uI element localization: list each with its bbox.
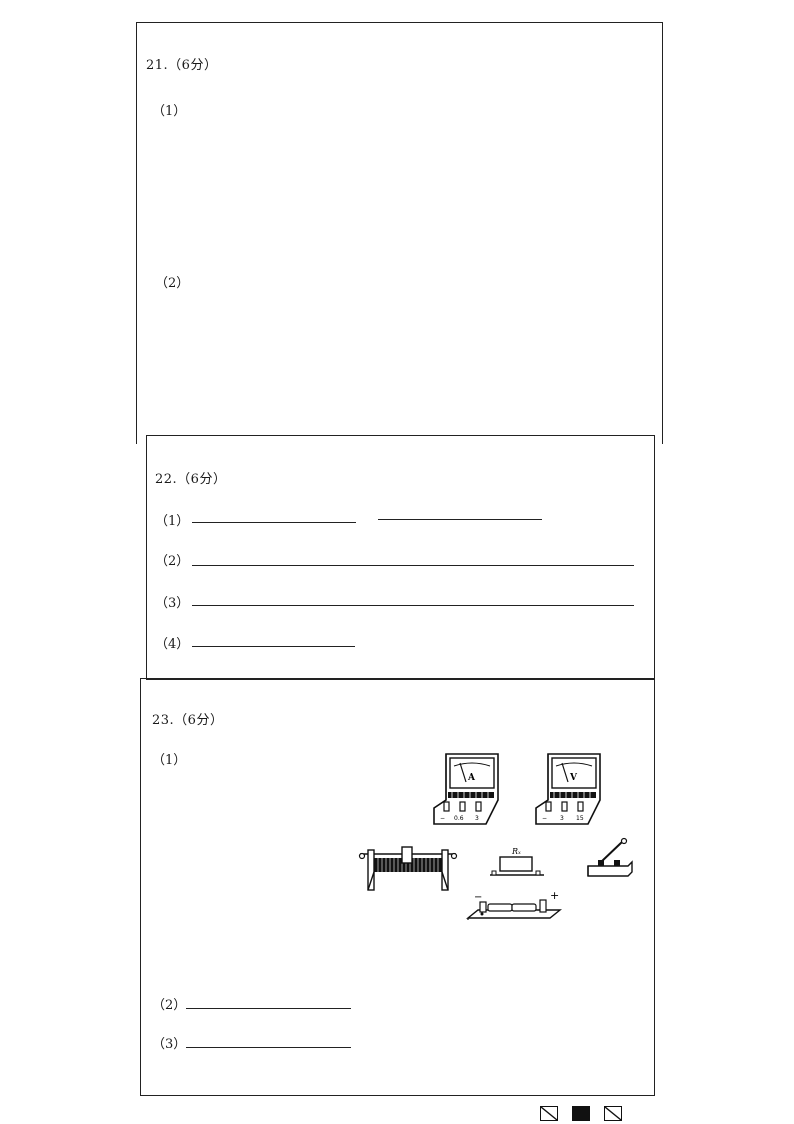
question-23-part-2-blank[interactable] — [186, 1008, 351, 1009]
question-22-part-2-blank[interactable] — [192, 565, 634, 566]
alignment-mark-right — [604, 1106, 622, 1121]
question-22-part-4-label: （4） — [155, 637, 190, 652]
question-23-part-3-blank[interactable] — [186, 1047, 351, 1048]
resistor-label: Rₓ — [511, 847, 521, 856]
battery-plus-sign: + — [550, 889, 559, 902]
ammeter-terminal-0.6: 0.6 — [454, 815, 464, 822]
question-22-part-3-blank[interactable] — [192, 605, 634, 606]
question-22-part-1-blank-a[interactable] — [192, 522, 356, 523]
alignment-mark-filled — [572, 1106, 590, 1121]
question-23-title: 23.（6分） — [152, 713, 224, 728]
question-22-part-4-blank[interactable] — [192, 646, 355, 647]
question-22-part-1-blank-b[interactable] — [378, 519, 542, 520]
question-22-part-2-label: （2） — [155, 554, 190, 569]
question-23-part-1-label: （1） — [152, 753, 187, 768]
resistor-rx-illustration: Rₓ — [490, 847, 544, 876]
question-22-part-3-label: （3） — [155, 596, 190, 611]
voltmeter-terminal-3: 3 — [560, 815, 564, 822]
question-23-part-2-label: （2） — [152, 998, 187, 1013]
question-21-part-2-label: （2） — [155, 276, 190, 291]
battery-minus-sign: − — [474, 892, 482, 903]
question-21-title: 21.（6分） — [146, 58, 218, 73]
switch-illustration — [587, 837, 633, 877]
ammeter-terminal-neg: − — [440, 815, 445, 822]
question-22-part-1-label: （1） — [155, 514, 190, 529]
battery-illustration: − + — [466, 889, 562, 920]
voltmeter-illustration: V − 3 15 — [535, 753, 601, 825]
voltmeter-terminal-neg: − — [542, 815, 547, 822]
answer-box-q22 — [146, 435, 655, 680]
question-22-title: 22.（6分） — [155, 472, 227, 487]
voltmeter-terminal-15: 15 — [576, 815, 584, 822]
ammeter-illustration: A − 0.6 3 — [433, 753, 499, 825]
ammeter-letter: A — [467, 773, 476, 783]
ammeter-terminal-3: 3 — [475, 815, 479, 822]
page-alignment-marks — [538, 1106, 628, 1124]
answer-box-q21 — [136, 22, 663, 444]
voltmeter-letter: V — [569, 773, 578, 783]
answer-box-q23 — [140, 678, 655, 1096]
question-21-part-1-label: （1） — [152, 104, 187, 119]
question-23-part-3-label: （3） — [152, 1037, 187, 1052]
rheostat-illustration — [358, 846, 458, 891]
alignment-mark-left — [540, 1106, 558, 1121]
